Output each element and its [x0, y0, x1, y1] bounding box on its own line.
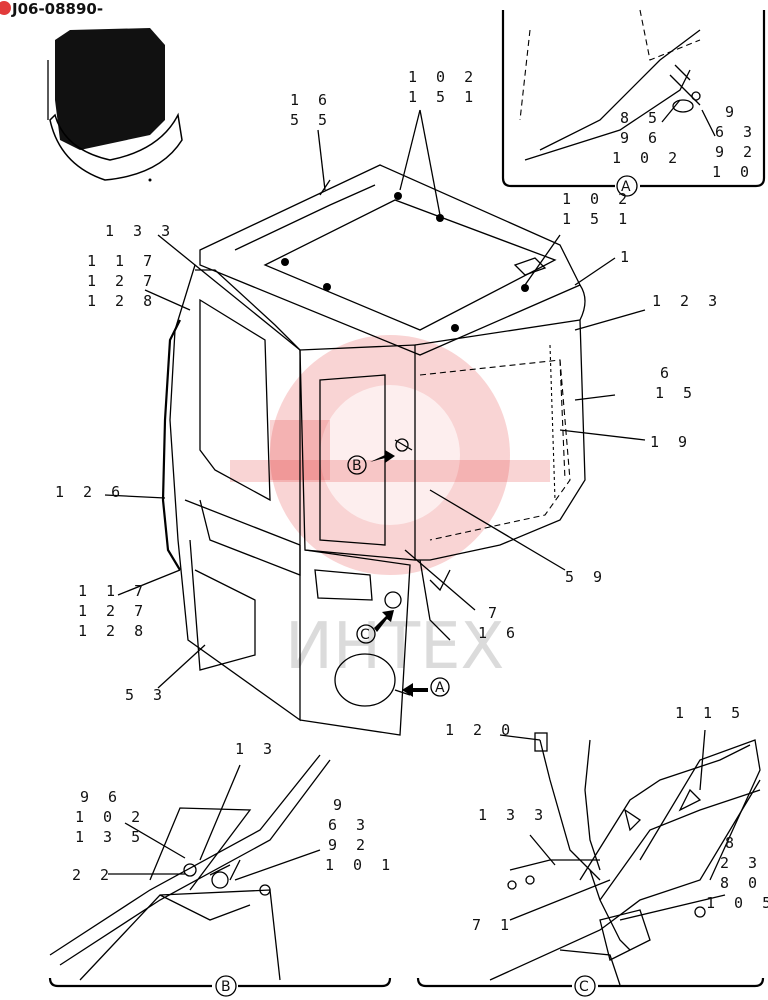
- callout-b-detail: B: [221, 979, 231, 995]
- code-marker-icon: [0, 1, 11, 15]
- label-c-120: 1 2 0: [445, 721, 515, 739]
- label-c-71: 7 1: [472, 916, 514, 934]
- label-133-top: 1 3 3: [105, 222, 175, 240]
- label-c-8-23-80-105: 82 38 01 0 5: [706, 834, 768, 912]
- label-19: 1 9: [650, 433, 692, 451]
- label-59: 5 9: [565, 568, 607, 586]
- label-c-133: 1 3 3: [478, 806, 548, 824]
- detail-c: C: [416, 729, 765, 997]
- label-c-115: 1 1 5: [675, 704, 745, 722]
- cab-thumbnail-icon: [47, 28, 183, 182]
- detail-a: A: [501, 9, 766, 197]
- label-123: 1 2 3: [652, 292, 722, 310]
- cab-assembly: B C A: [161, 164, 586, 736]
- label-b-13: 1 3: [235, 740, 277, 758]
- drawing-code: J06-08890-: [0, 0, 103, 18]
- callout-c-main: C: [360, 627, 370, 643]
- label-b-22: 2 2: [72, 866, 114, 884]
- label-126: 1 2 6: [55, 483, 125, 501]
- callout-a-detail: A: [621, 179, 631, 195]
- callout-a-main: A: [435, 680, 445, 696]
- detail-b: B: [48, 754, 392, 997]
- callout-b-main: B: [352, 458, 362, 474]
- label-53: 5 3: [125, 686, 167, 704]
- label-a-9-63-92-101: 96 39 21 0 1: [712, 103, 768, 181]
- leader-lines: [104, 109, 646, 689]
- watermark-text: ИНТЕХ: [285, 610, 504, 684]
- label-1: 1: [620, 248, 634, 266]
- callout-c-detail: C: [579, 979, 589, 995]
- drawing-code-text: J06-08890-: [11, 0, 103, 18]
